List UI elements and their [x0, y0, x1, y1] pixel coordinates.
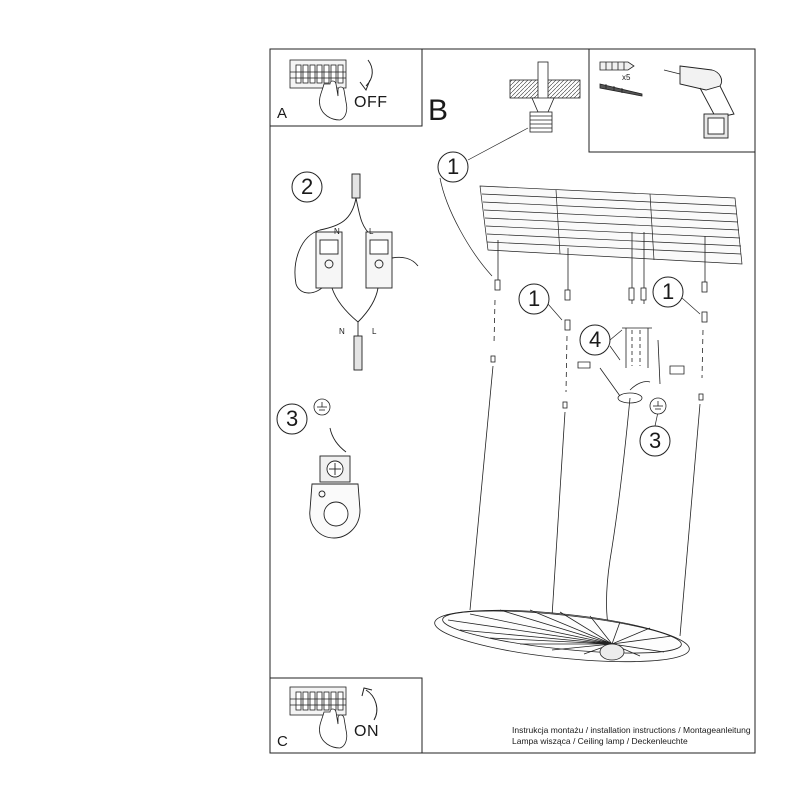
step-1-left: 1 — [528, 286, 541, 311]
wire-label-live-top: L — [369, 227, 374, 236]
anchor-count: x5 — [622, 73, 631, 82]
ceiling-panel — [479, 185, 743, 265]
terminal-wiring-detail — [294, 173, 419, 371]
callout-lines — [439, 127, 701, 427]
ground-terminal-detail — [309, 427, 361, 539]
panel-a-letter: A — [277, 105, 288, 122]
step-3-cable: 3 — [649, 428, 662, 453]
step-1-right: 1 — [662, 279, 675, 304]
panel-c-letter: C — [277, 733, 288, 750]
lamp-shade — [434, 609, 690, 663]
breaker-box-on-icon — [289, 686, 348, 749]
ground-symbol-icon — [313, 397, 667, 416]
screw-icon — [599, 83, 643, 97]
step-4-bracket: 4 — [589, 327, 602, 352]
frame — [269, 48, 756, 754]
drill-icon — [663, 65, 735, 139]
step-2-wiring: 2 — [301, 174, 314, 199]
suspension-wires — [469, 232, 708, 649]
wire-label-neutral-top: N — [334, 227, 340, 236]
arrow-up-icon — [361, 687, 378, 721]
caption-line-2: Lampa wisząca / Ceiling lamp / Deckenleu… — [512, 736, 688, 746]
panel-a-state: OFF — [354, 94, 388, 111]
wall-anchor-icon — [599, 61, 635, 71]
step-badges — [276, 151, 684, 457]
breaker-box-off-icon — [289, 59, 348, 121]
wire-label-live-bottom: L — [372, 327, 377, 336]
wire-label-neutral-bottom: N — [339, 327, 345, 336]
step-1-top: 1 — [447, 154, 460, 179]
ceiling-bolt-detail — [509, 61, 581, 133]
caption-line-1: Instrukcja montażu / installation instru… — [512, 725, 751, 735]
panel-b-letter: B — [428, 94, 449, 127]
panel-c-state: ON — [354, 723, 379, 740]
step-3-ground: 3 — [286, 406, 299, 431]
canopy-bracket — [577, 327, 685, 647]
arrow-down-icon — [359, 59, 373, 92]
